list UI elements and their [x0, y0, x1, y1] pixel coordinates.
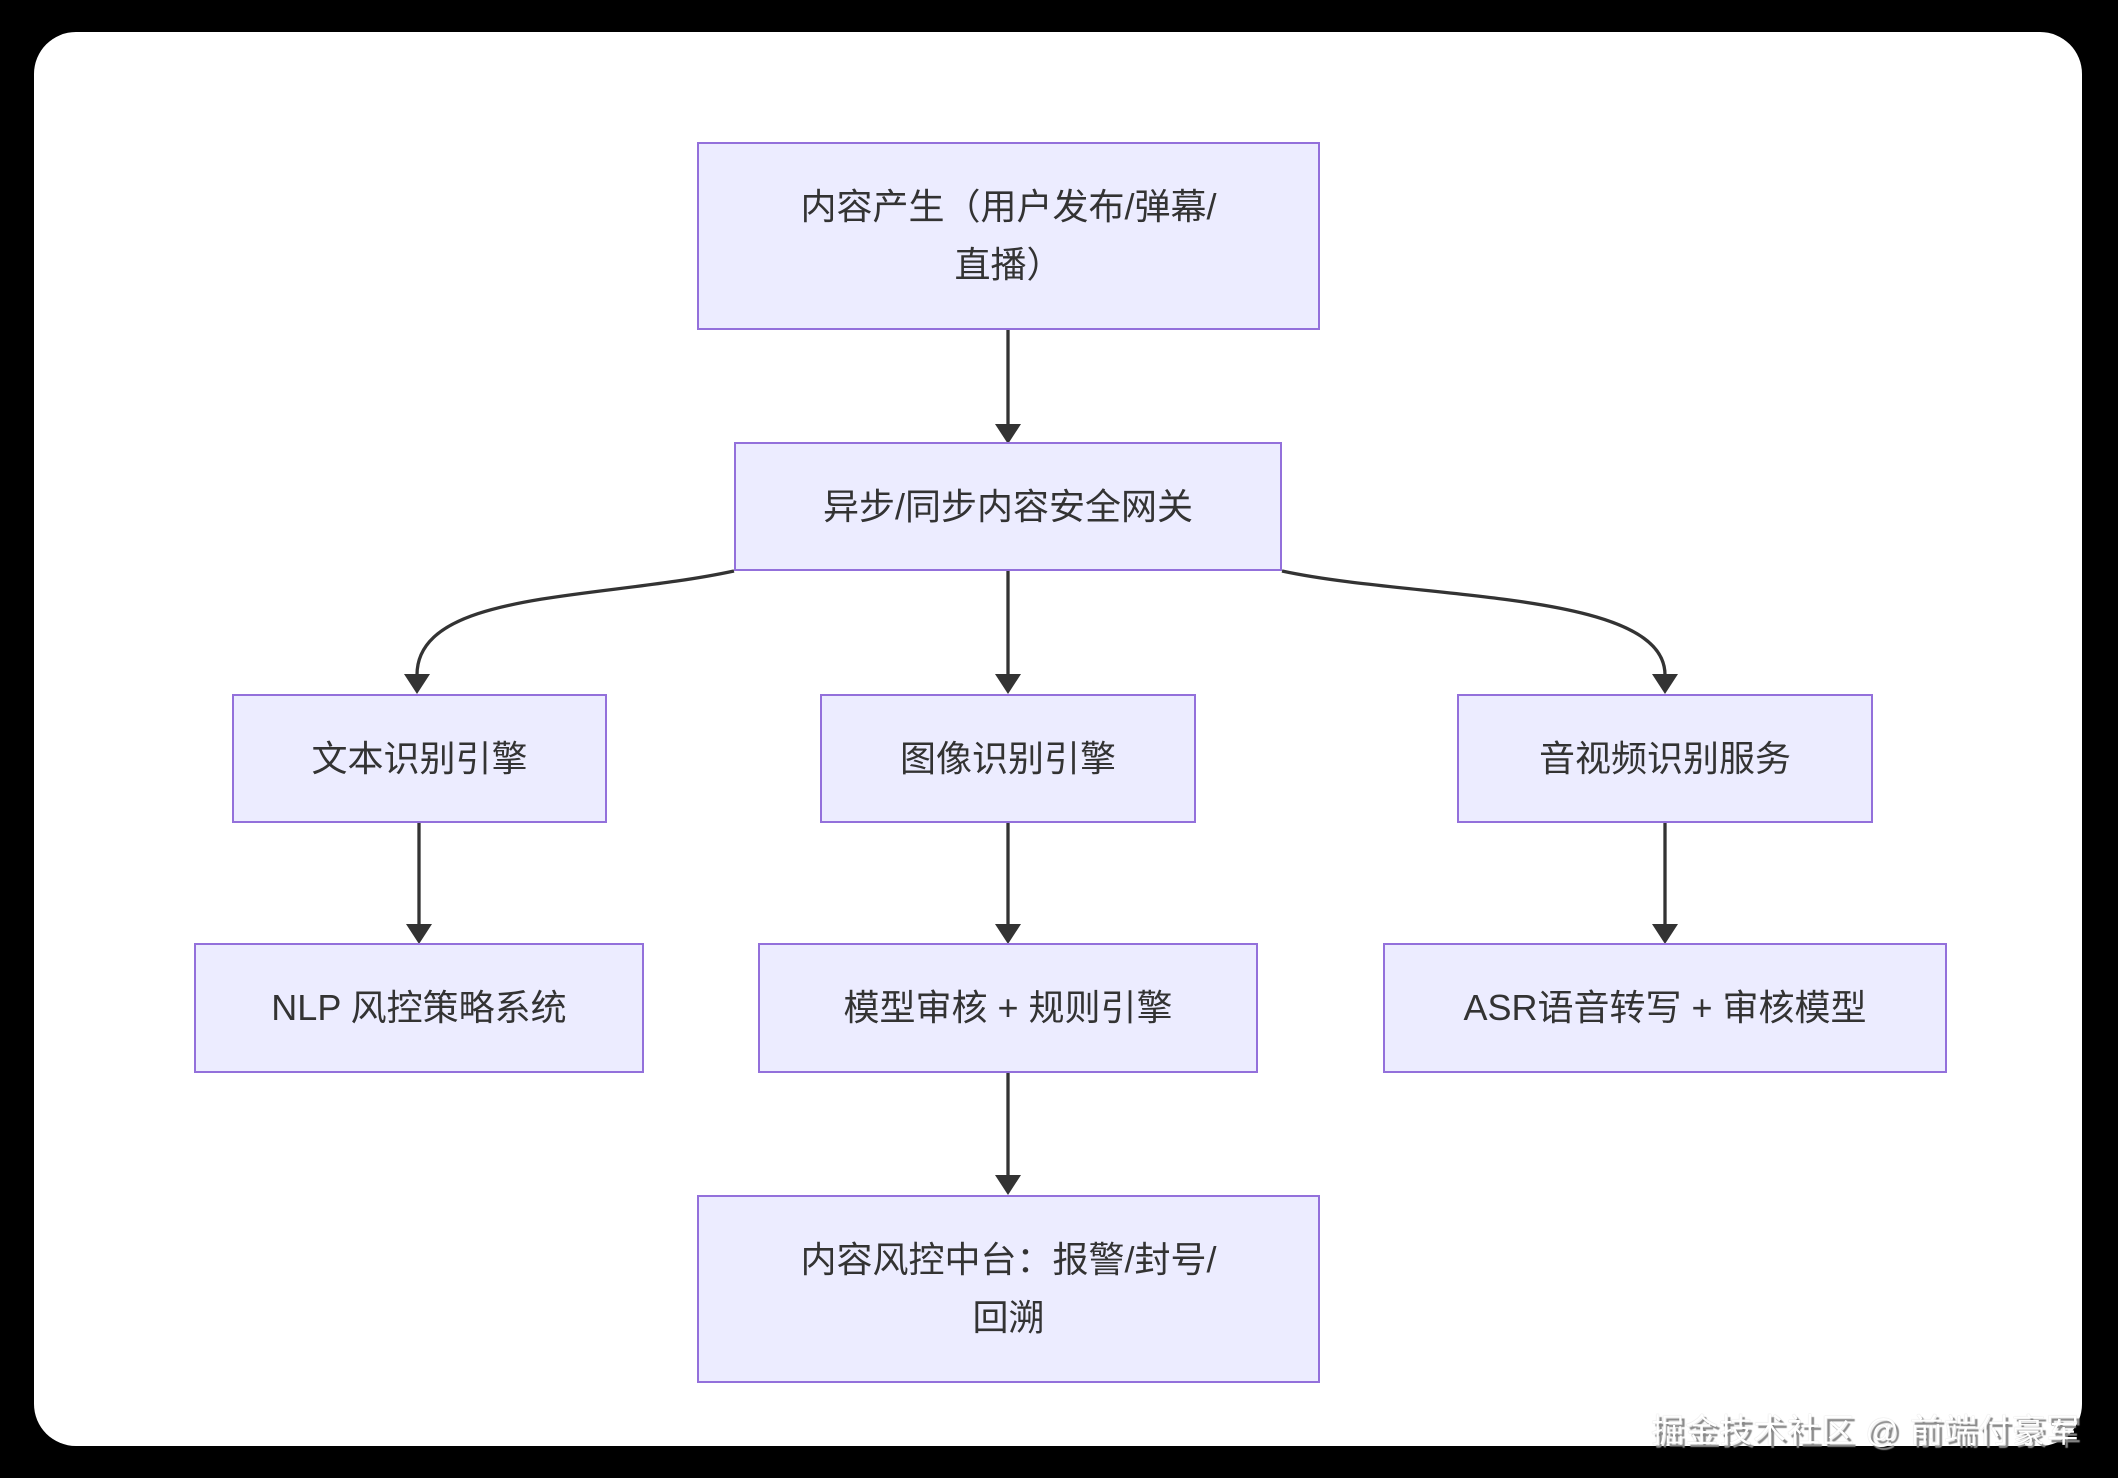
node-label-line: 内容风控中台：报警/封号/ — [800, 1239, 1217, 1280]
node-label: 文本识别引擎 — [311, 730, 527, 788]
node-text-engine: 文本识别引擎 — [232, 694, 607, 823]
node-image-engine: 图像识别引擎 — [820, 694, 1196, 823]
node-label-line: 异步/同步内容安全网关 — [822, 485, 1193, 527]
node-asr-review: ASR语音转写 + 审核模型 — [1383, 943, 1947, 1073]
node-label: 异步/同步内容安全网关 — [823, 478, 1193, 536]
node-label: NLP 风控策略系统 — [271, 979, 566, 1037]
node-label-line: 直播） — [954, 244, 1063, 285]
node-label-line: 回溯 — [972, 1297, 1045, 1338]
node-label-line: 音视频识别服务 — [1538, 737, 1791, 779]
node-risk-center: 内容风控中台：报警/封号/ 回溯 — [697, 1195, 1320, 1383]
watermark: 掘金技术社区 @ 前端付豪军 — [1651, 1412, 2080, 1449]
node-model-rule-engine: 模型审核 + 规则引擎 — [758, 943, 1258, 1073]
node-label: 模型审核 + 规则引擎 — [843, 979, 1172, 1037]
node-label-line: NLP 风控策略系统 — [271, 987, 567, 1028]
node-label: 图像识别引擎 — [900, 730, 1116, 788]
node-label-line: ASR语音转写 + 审核模型 — [1463, 987, 1867, 1028]
node-label: 内容产生（用户发布/弹幕/ 直播） — [800, 178, 1216, 294]
node-nlp-system: NLP 风控策略系统 — [194, 943, 644, 1073]
node-label-line: 图像识别引擎 — [899, 737, 1116, 779]
node-content-source: 内容产生（用户发布/弹幕/ 直播） — [697, 142, 1320, 330]
node-label-line: 文本识别引擎 — [311, 737, 528, 779]
node-av-service: 音视频识别服务 — [1457, 694, 1873, 823]
node-label: 内容风控中台：报警/封号/ 回溯 — [800, 1231, 1216, 1347]
node-label-line: 内容产生（用户发布/弹幕/ — [800, 186, 1217, 227]
node-label: 音视频识别服务 — [1539, 730, 1791, 788]
node-label-line: 模型审核 + 规则引擎 — [843, 987, 1173, 1028]
node-label: ASR语音转写 + 审核模型 — [1463, 979, 1866, 1037]
node-security-gateway: 异步/同步内容安全网关 — [734, 442, 1282, 571]
